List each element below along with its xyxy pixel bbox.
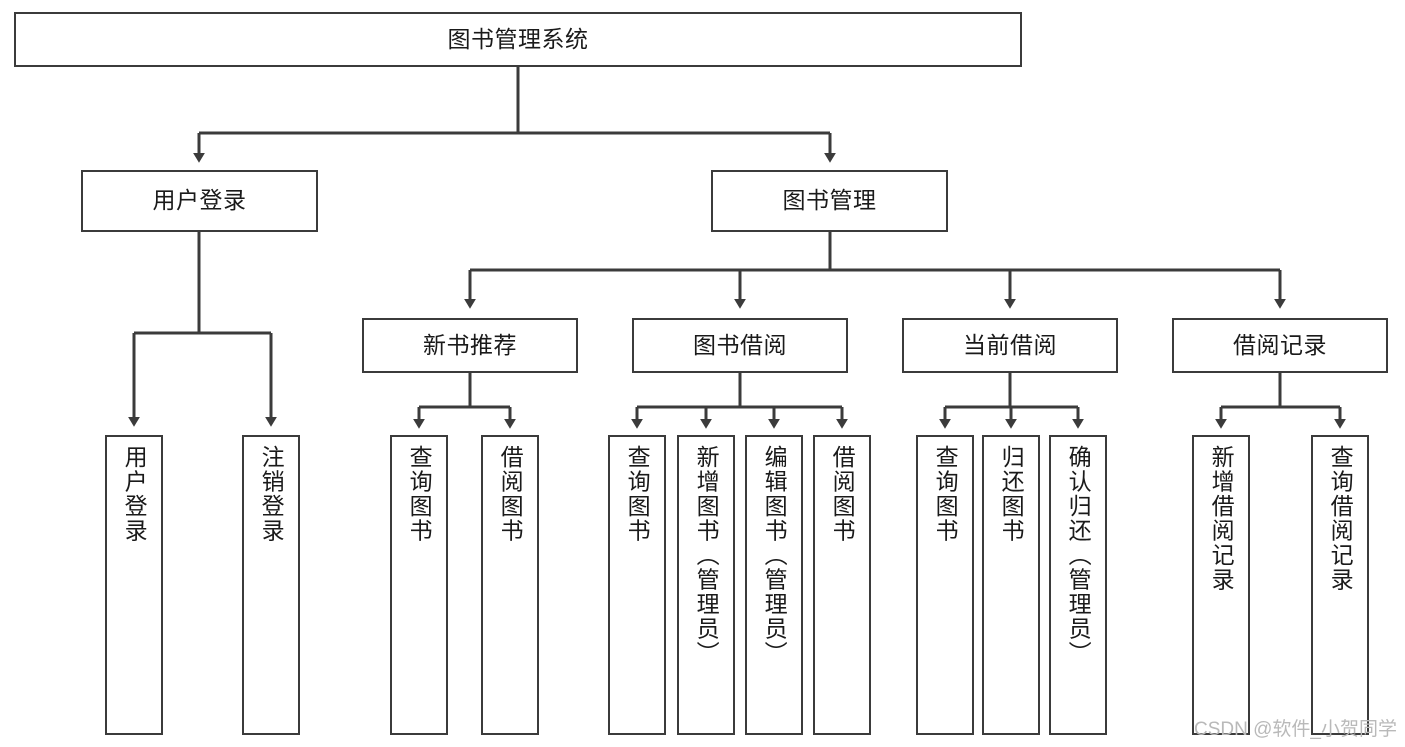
leaf-edit-book-label: 编辑图书（管理员） xyxy=(761,445,788,666)
leaf-borrow-book-1[interactable]: 借阅图书 xyxy=(481,435,539,735)
node-new-book-recommend-label: 新书推荐 xyxy=(423,331,517,358)
leaf-add-book-label: 新增图书（管理员） xyxy=(693,445,720,666)
node-new-book-recommend[interactable]: 新书推荐 xyxy=(362,318,578,373)
node-current-borrow-label: 当前借阅 xyxy=(963,331,1057,358)
node-current-borrow[interactable]: 当前借阅 xyxy=(902,318,1118,373)
node-root-label: 图书管理系统 xyxy=(447,25,589,52)
node-root[interactable]: 图书管理系统 xyxy=(14,12,1022,67)
leaf-return-book[interactable]: 归还图书 xyxy=(982,435,1040,735)
node-book-manage[interactable]: 图书管理 xyxy=(711,170,948,232)
node-book-borrow[interactable]: 图书借阅 xyxy=(632,318,848,373)
leaf-query-record[interactable]: 查询借阅记录 xyxy=(1311,435,1369,735)
leaf-borrow-book-2[interactable]: 借阅图书 xyxy=(813,435,871,735)
node-user-login-label: 用户登录 xyxy=(152,187,247,214)
leaf-confirm-return[interactable]: 确认归还（管理员） xyxy=(1049,435,1107,735)
leaf-query-book-3-label: 查询图书 xyxy=(932,445,959,543)
leaf-query-book-1-label: 查询图书 xyxy=(406,445,433,543)
leaf-confirm-return-label: 确认归还（管理员） xyxy=(1065,445,1092,666)
leaf-edit-book[interactable]: 编辑图书（管理员） xyxy=(745,435,803,735)
leaf-query-book-2[interactable]: 查询图书 xyxy=(608,435,666,735)
leaf-add-book[interactable]: 新增图书（管理员） xyxy=(677,435,735,735)
leaf-logout[interactable]: 注销登录 xyxy=(242,435,300,735)
node-book-borrow-label: 图书借阅 xyxy=(693,331,787,358)
leaf-query-book-1[interactable]: 查询图书 xyxy=(390,435,448,735)
leaf-borrow-book-1-label: 借阅图书 xyxy=(497,445,524,543)
leaf-return-book-label: 归还图书 xyxy=(998,445,1025,543)
node-borrow-record[interactable]: 借阅记录 xyxy=(1172,318,1388,373)
leaf-borrow-book-2-label: 借阅图书 xyxy=(829,445,856,543)
node-book-manage-label: 图书管理 xyxy=(782,187,877,214)
leaf-add-record[interactable]: 新增借阅记录 xyxy=(1192,435,1250,735)
leaf-add-record-label: 新增借阅记录 xyxy=(1208,445,1235,592)
leaf-user-login-label: 用户登录 xyxy=(121,445,148,543)
leaf-query-book-3[interactable]: 查询图书 xyxy=(916,435,974,735)
node-user-login[interactable]: 用户登录 xyxy=(81,170,318,232)
leaf-logout-label: 注销登录 xyxy=(258,445,285,543)
leaf-user-login[interactable]: 用户登录 xyxy=(105,435,163,735)
leaf-query-record-label: 查询借阅记录 xyxy=(1327,445,1354,592)
node-borrow-record-label: 借阅记录 xyxy=(1233,331,1327,358)
leaf-query-book-2-label: 查询图书 xyxy=(624,445,651,543)
